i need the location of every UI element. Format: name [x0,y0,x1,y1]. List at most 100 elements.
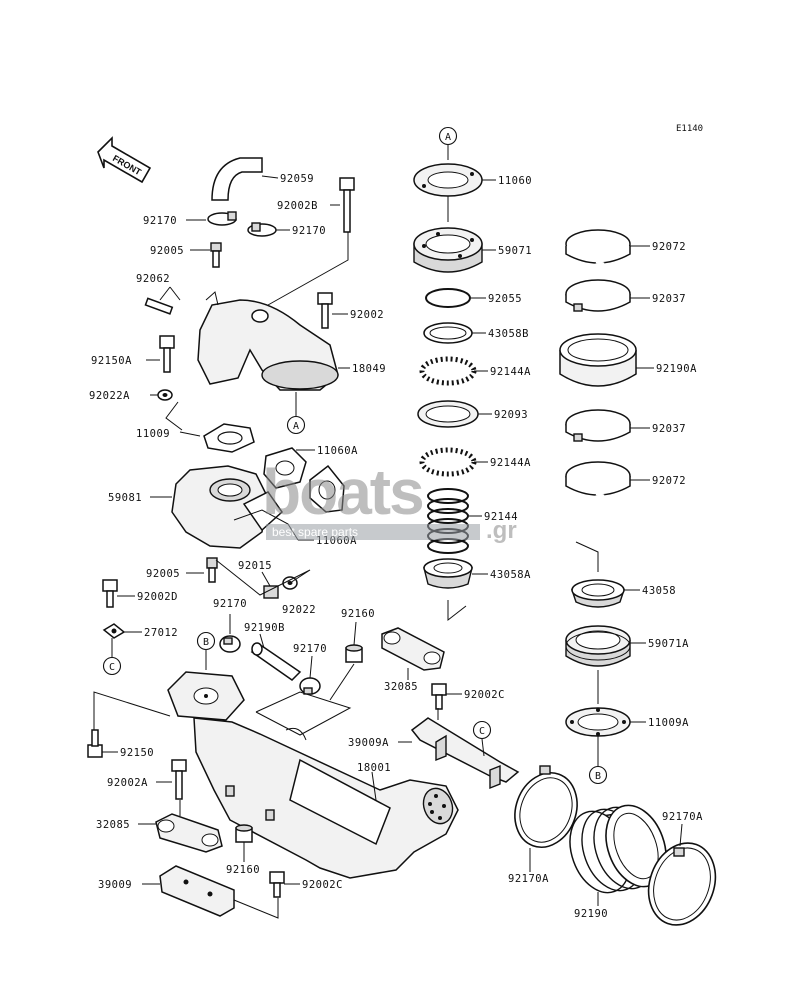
hose-92190 [569,804,667,894]
label-39009A: 39009A [348,737,389,749]
clamp-92037-a [565,279,631,312]
spring-92144A-b [419,447,477,477]
label-32085-b: 32085 [96,819,130,831]
label-92002A: 92002A [107,777,148,789]
gasket-11009 [203,423,255,453]
label-59081: 59081 [108,492,142,504]
label-92190A: 92190A [656,363,697,375]
label-59071A: 59071A [648,638,689,650]
label-32085-a: 32085 [384,681,418,693]
hose-elbow-92059 [211,157,263,201]
muffler-18001 [193,717,459,879]
label-92170-d: 92170 [293,643,327,655]
bolt-92002D [102,579,118,608]
label-92190: 92190 [574,908,608,920]
label-59071: 59071 [498,245,532,257]
label-92072-a: 92072 [652,241,686,253]
label-92190B: 92190B [244,622,285,634]
label-43058A: 43058A [490,569,531,581]
exhaust-flange [167,671,245,721]
label-92144A-a: 92144A [490,366,531,378]
band-92072-b [565,461,631,498]
label-92037-b: 92037 [652,423,686,435]
label-92144: 92144 [484,511,518,523]
gasket-11060A-a [263,447,307,489]
gasket-11060A-b [309,464,345,513]
label-92170-a: 92170 [143,215,177,227]
cup-43058 [571,579,625,608]
label-18001: 18001 [357,762,391,774]
label-92062: 92062 [136,273,170,285]
nipple-92005-a [210,242,222,268]
label-18049: 18049 [352,363,386,375]
callout-a-mid: A [293,421,299,432]
housing-59071 [413,227,483,273]
label-11060: 11060 [498,175,532,187]
watermark-brand: boats [262,456,423,528]
callout-c-mid: C [479,726,485,737]
callout-a-top: A [445,132,451,143]
hose-92190B [250,642,302,681]
ring-43058B [423,322,473,344]
label-92170A-a: 92170A [508,873,549,885]
label-43058B: 43058B [488,328,529,340]
clamp-92037-b [565,409,631,442]
clamp-92170-b [247,222,277,237]
bolt-92002B [339,177,355,233]
label-92160-a: 92160 [341,608,375,620]
label-92059: 92059 [280,173,314,185]
seal-92093 [417,400,479,428]
label-92005-a: 92005 [150,245,184,257]
bolt-92002C-b [269,871,285,898]
bolt-92150A [159,335,175,373]
label-39009: 39009 [98,879,132,891]
bolt-92002 [317,292,333,329]
nut-92015 [263,585,279,599]
label-92170A-b: 92170A [662,811,703,823]
label-27012: 27012 [144,627,178,639]
callout-c-left: C [109,662,115,673]
clamp-92170-c [219,635,241,653]
collar-92160-b [235,824,253,843]
band-92072-a [565,229,631,266]
label-92144A-b: 92144A [490,457,531,469]
exhaust-elbow [197,291,339,391]
label-92022A: 92022A [89,390,130,402]
label-92002C-b: 92002C [302,879,343,891]
bolt-92002A [171,759,187,800]
label-92037-a: 92037 [652,293,686,305]
label-92150: 92150 [120,747,154,759]
bracket-32085-b [155,813,223,853]
callout-b-right: B [595,771,601,782]
spring-92144A-a [419,356,477,386]
coil-spring-92144 [427,488,469,554]
exhaust-manifold-59081 [171,465,283,549]
label-92055: 92055 [488,293,522,305]
gasket-11060 [413,163,483,197]
front-arrow-icon: FRONT [97,136,152,184]
cup-43058A [423,558,473,589]
diagram-code: E1140 [676,124,703,134]
watermark-domain: .gr [486,517,517,544]
bracket-39009 [159,865,235,917]
clamp-92170-d [299,677,321,695]
label-92015: 92015 [238,560,272,572]
label-92150A: 92150A [91,355,132,367]
label-92072-b: 92072 [652,475,686,487]
bracket-39009A [410,717,520,790]
label-92002: 92002 [350,309,384,321]
label-92005-b: 92005 [146,568,180,580]
label-92002D: 92002D [137,591,178,603]
label-92002C-a: 92002C [464,689,505,701]
housing-59071A [565,625,631,667]
washer-92022A [157,389,173,401]
bolt-92150 [87,729,103,758]
label-92093: 92093 [494,409,528,421]
label-92002B: 92002B [277,200,318,212]
bolt-92002C-a [431,683,447,710]
label-11009A: 11009A [648,717,689,729]
stud-92062 [144,297,174,315]
label-92170-b: 92170 [292,225,326,237]
callout-b-left: B [203,637,209,648]
